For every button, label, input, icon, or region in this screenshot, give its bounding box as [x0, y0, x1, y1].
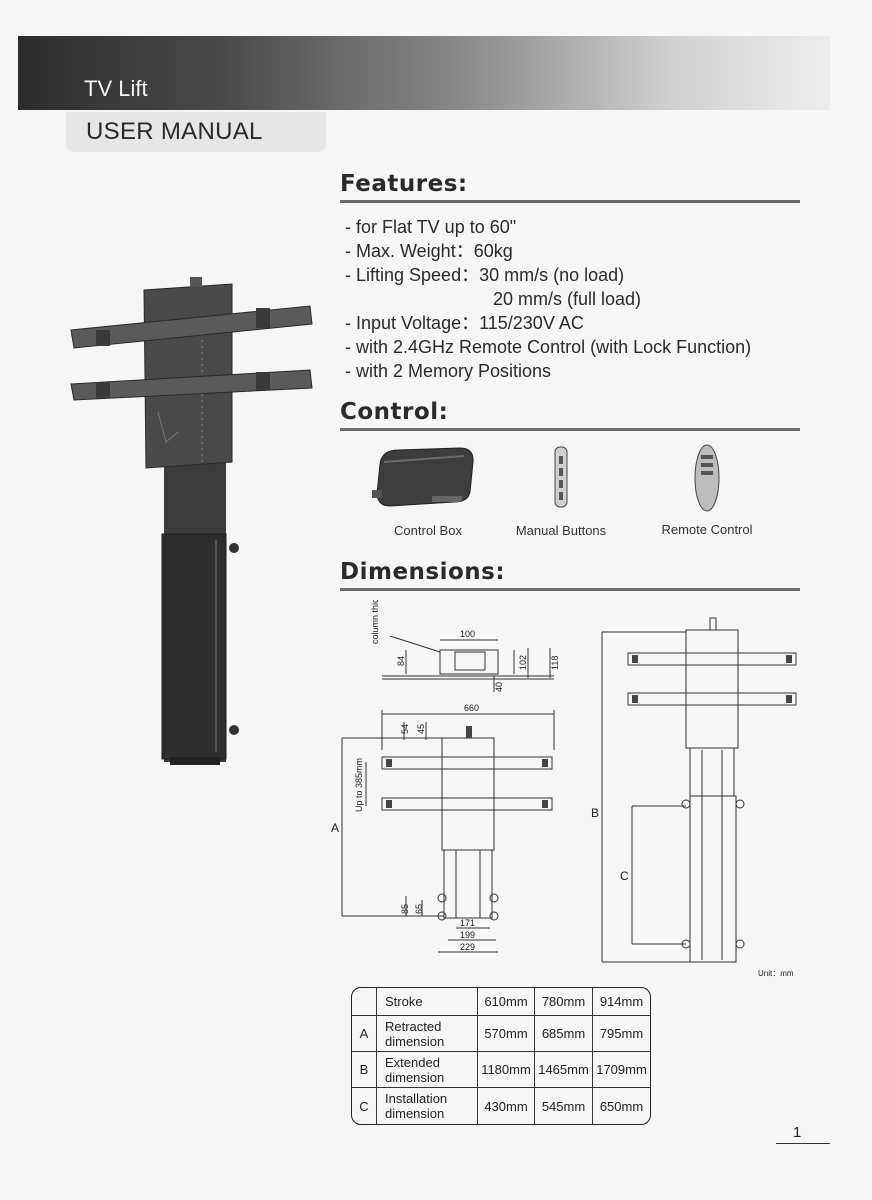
row-label-line: Retracted — [385, 1018, 442, 1034]
feature-item: - with 2 Memory Positions — [345, 361, 552, 381]
features-heading: Features: — [340, 171, 468, 197]
table-header-cell: 780mm — [535, 988, 594, 1016]
remote-control-icon — [694, 444, 720, 512]
dim-45: 45 — [416, 724, 426, 734]
row-key: B — [352, 1052, 377, 1088]
dim-660: 660 — [464, 703, 479, 713]
header-banner — [18, 36, 830, 110]
table-cell: 685mm — [535, 1016, 594, 1052]
dimensions-drawing: column thickness 100 84 102 118 40 660 5… — [331, 600, 797, 978]
dim-102: 102 — [518, 655, 528, 670]
unit-note: Unit：mm — [758, 969, 794, 978]
dim-85: 85 — [400, 904, 410, 914]
control-divider — [340, 428, 800, 431]
feature-item: - Max. Weight：60kg — [345, 241, 513, 261]
row-label-line: dimension — [385, 1106, 445, 1121]
table-header-cell: Stroke — [377, 988, 478, 1016]
feature-item: - Input Voltage：115/230V AC — [345, 313, 584, 333]
tv-lift-product-image — [70, 277, 313, 765]
product-title: TV Lift — [84, 76, 148, 101]
row-label-line: Extended — [385, 1054, 440, 1070]
dimensions-heading: Dimensions: — [340, 559, 506, 585]
table-cell: 650mm — [599, 1098, 644, 1114]
feature-item: 20 mm/s (full load) — [493, 289, 642, 309]
travel-label: Up to 385mm — [354, 758, 364, 812]
table-cell: 570mm — [478, 1016, 536, 1052]
control-box-label: Control Box — [394, 523, 462, 538]
table-header-cell: 610mm — [478, 988, 536, 1016]
feature-item: - Lifting Speed：30 mm/s (no load) — [345, 265, 625, 285]
table-header-cell: 914mm — [593, 988, 650, 1016]
row-key: A — [352, 1016, 377, 1052]
table-cell: 1709mm — [593, 1052, 650, 1088]
dimensions-divider — [340, 588, 800, 591]
dim-229: 229 — [460, 942, 475, 952]
row-label-line: Installation — [385, 1091, 448, 1106]
features-divider — [340, 200, 800, 203]
feature-item: - for Flat TV up to 60" — [345, 217, 517, 237]
table-cell: 545mm — [535, 1088, 594, 1124]
remote-control-label: Remote Control — [661, 522, 753, 537]
table-header-row: Stroke 610mm 780mm 914mm — [352, 988, 650, 1016]
dim-100: 100 — [460, 629, 475, 639]
page-number: 1 — [793, 1124, 802, 1141]
dim-a-label: A — [331, 821, 339, 835]
table-cell: 1465mm — [535, 1052, 594, 1088]
features-list: - for Flat TV up to 60" - Max. Weight：60… — [345, 215, 751, 383]
dim-171: 171 — [460, 918, 475, 928]
subtitle-background — [66, 112, 326, 152]
page-number-rule — [776, 1143, 830, 1144]
dim-54: 54 — [400, 724, 410, 734]
dim-65: 65 — [414, 904, 424, 914]
dim-b-label: B — [591, 806, 599, 820]
table-cell: 430mm — [478, 1088, 536, 1124]
dim-118: 118 — [550, 656, 560, 670]
control-box-icon — [372, 447, 474, 507]
table-cell: 795mm — [593, 1016, 650, 1052]
row-label-line: dimension — [385, 1033, 445, 1049]
feature-item: - with 2.4GHz Remote Control (with Lock … — [345, 337, 752, 357]
dim-40: 40 — [494, 682, 504, 692]
table-cell — [352, 988, 377, 1016]
column-thickness-label: column thickness — [370, 600, 380, 644]
dim-199: 199 — [460, 930, 475, 940]
table-cell: 1180mm — [478, 1052, 536, 1088]
dim-c-label: C — [620, 869, 629, 883]
document-title: USER MANUAL — [86, 118, 263, 145]
control-heading: Control: — [340, 399, 449, 425]
manual-buttons-label: Manual Buttons — [515, 523, 607, 538]
manual-buttons-icon — [554, 446, 568, 508]
row-key: C — [352, 1088, 377, 1124]
row-label-line: dimension — [385, 1069, 445, 1085]
dim-84: 84 — [396, 656, 406, 666]
